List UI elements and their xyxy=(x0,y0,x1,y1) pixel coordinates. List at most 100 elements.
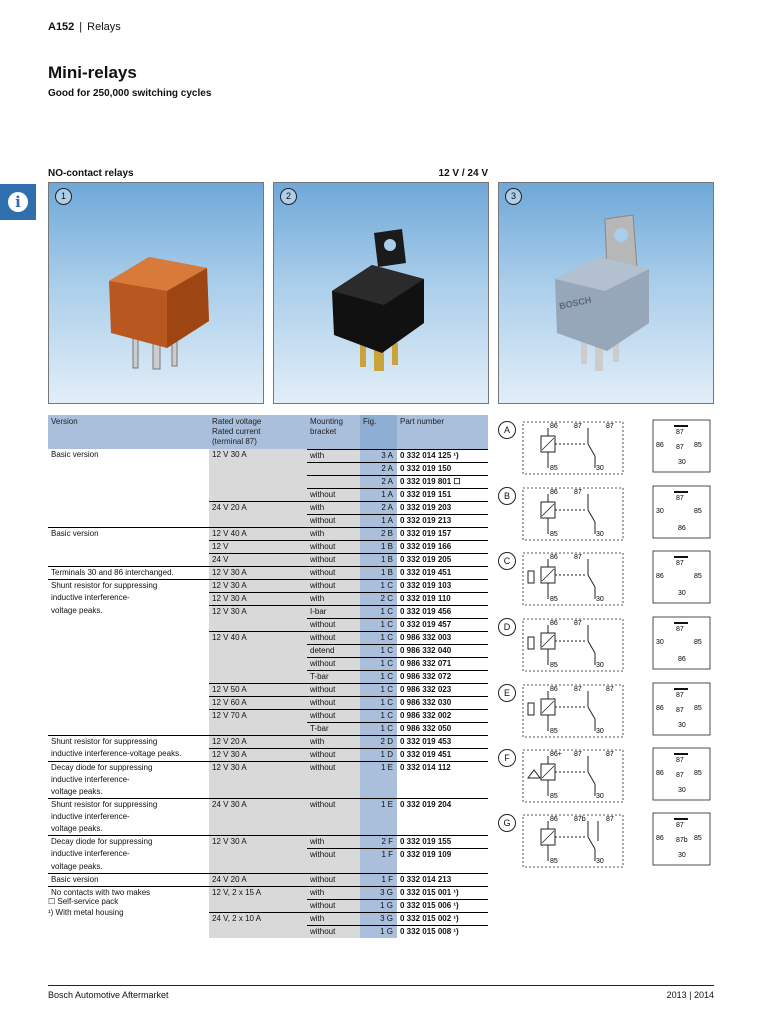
relay-outline xyxy=(522,684,624,738)
cell-bracket: without xyxy=(307,656,360,670)
cell-part: 0 332 019 110 xyxy=(397,591,488,605)
cell-rating xyxy=(209,899,307,912)
footnote-metal-housing: ¹) With metal housing xyxy=(48,908,124,917)
photo-number: 1 xyxy=(55,188,72,205)
relay-outline xyxy=(522,487,624,541)
cell-bracket xyxy=(307,773,360,786)
cell-fig: 3 G xyxy=(360,885,397,899)
cell-part: 0 332 019 151 xyxy=(397,487,488,501)
cell-rating xyxy=(209,925,307,938)
cell-fig: 1 C xyxy=(360,721,397,735)
cell-bracket: without xyxy=(307,552,360,566)
cell-bracket: without xyxy=(307,565,360,579)
terminal-85: 85 xyxy=(550,465,558,472)
pinout-bottom: 30 xyxy=(678,459,686,466)
cell-part xyxy=(397,774,488,786)
cell-version: Decay diode for suppressing xyxy=(48,834,209,848)
cell-bracket: without xyxy=(307,898,360,912)
terminal-30: 30 xyxy=(596,465,604,472)
cell-fig: 3 A xyxy=(360,448,397,462)
table-row: voltage peaks. xyxy=(48,860,488,874)
cell-bracket: with xyxy=(307,448,360,462)
terminal-30: 30 xyxy=(596,531,604,538)
cell-bracket: with xyxy=(307,834,360,848)
cell-fig: 1 C xyxy=(360,682,397,696)
table-row: inductive interference- xyxy=(48,773,488,786)
cell-version xyxy=(48,501,209,514)
cell-fig: 1 C xyxy=(360,643,397,657)
section-heading: NO-contact relays xyxy=(48,168,134,179)
cell-fig xyxy=(360,773,397,786)
cell-version xyxy=(48,696,209,709)
cell-bracket xyxy=(307,860,360,873)
cell-fig xyxy=(360,810,397,823)
cell-version xyxy=(48,540,209,553)
cell-version xyxy=(48,475,209,488)
cell-fig: 2 C xyxy=(360,591,397,605)
cell-version xyxy=(48,657,209,670)
pinout-bottom: 30 xyxy=(678,722,686,729)
diagram-label: B xyxy=(498,487,516,505)
cell-version xyxy=(48,514,209,527)
page-code: A152 xyxy=(48,21,75,33)
cell-rating xyxy=(209,810,307,823)
pinout-left: 30 xyxy=(656,508,664,515)
cell-bracket: without xyxy=(307,708,360,722)
cell-fig xyxy=(360,822,397,835)
info-tab[interactable]: i xyxy=(0,184,36,220)
cell-rating: 12 V 30 A xyxy=(209,565,307,579)
pinout-bottom: 30 xyxy=(678,590,686,597)
relay-photo-2: 2 xyxy=(273,182,489,404)
terminal-85: 85 xyxy=(550,531,558,538)
cell-bracket: T-bar xyxy=(307,669,360,683)
resistor-symbol xyxy=(527,636,535,650)
pinout-right: 85 xyxy=(694,442,702,449)
cell-rating: 12 V 70 A xyxy=(209,708,307,722)
cell-fig: 1 C xyxy=(360,656,397,670)
cell-part: 0 332 019 205 xyxy=(397,552,488,566)
cell-rating xyxy=(209,514,307,527)
cell-bracket: with xyxy=(307,526,360,540)
pinout-middle: 87 xyxy=(676,707,684,714)
cell-rating: 12 V xyxy=(209,539,307,553)
cell-rating xyxy=(209,644,307,657)
cell-fig: 1 C xyxy=(360,604,397,618)
cell-bracket: without xyxy=(307,797,360,811)
cell-part xyxy=(397,861,488,874)
terminal-30: 30 xyxy=(596,596,604,603)
cell-bracket: without xyxy=(307,513,360,527)
cell-rating: 12 V 30 A xyxy=(209,834,307,848)
diagram-label: F xyxy=(498,749,516,767)
pinout-right: 85 xyxy=(694,639,702,646)
relay-outline xyxy=(522,552,624,606)
cell-part: 0 332 019 109 xyxy=(397,847,488,861)
cell-bracket: with xyxy=(307,734,360,748)
cell-bracket: without xyxy=(307,487,360,501)
relay-photo-1: 1 xyxy=(48,182,264,404)
cell-fig: 1 G xyxy=(360,898,397,912)
pinout-top: 87 xyxy=(676,757,684,764)
cell-fig xyxy=(360,860,397,873)
terminal-30: 30 xyxy=(596,728,604,735)
footnotes: ☐ Self-service pack ¹) With metal housin… xyxy=(48,896,124,918)
cell-bracket xyxy=(307,810,360,823)
cell-part: 0 332 019 166 xyxy=(397,539,488,553)
cell-part: 0 332 019 150 xyxy=(397,461,488,475)
cell-bracket: detend xyxy=(307,643,360,657)
photo-number: 2 xyxy=(280,188,297,205)
cell-version: inductive interference- xyxy=(51,593,130,602)
